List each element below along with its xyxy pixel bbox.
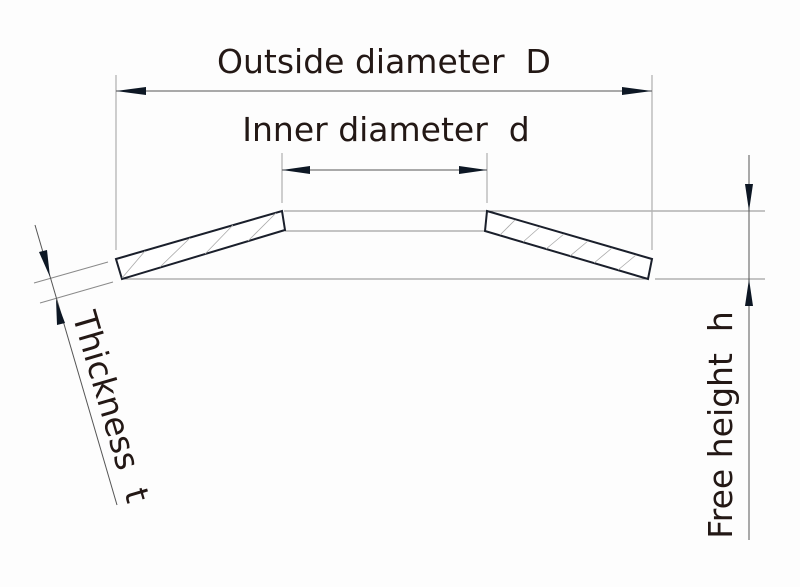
arrow-up-icon	[745, 279, 753, 306]
washer-section-right	[483, 209, 654, 281]
free-height-dimension: Free height h	[701, 155, 753, 540]
inner-diameter-dimension: Inner diameter d	[242, 110, 530, 174]
free-height-label: Free height h	[701, 311, 740, 539]
inner-diameter-label: Inner diameter d	[242, 110, 529, 149]
thickness-label: Thickness t	[64, 306, 157, 507]
arrow-down-icon	[745, 184, 753, 211]
arrow-right-icon	[459, 166, 487, 174]
outside-diameter-dimension: Outside diameter D	[116, 42, 652, 95]
arrow-up-icon	[56, 299, 65, 325]
arrow-right-icon	[622, 87, 652, 95]
extension-lines	[115, 75, 653, 250]
arrow-down-icon	[39, 250, 50, 277]
reference-lines	[122, 210, 765, 280]
arrow-left-icon	[116, 87, 146, 95]
outside-diameter-label: Outside diameter D	[217, 42, 551, 81]
arrow-left-icon	[282, 166, 310, 174]
washer-section-left	[114, 209, 287, 281]
